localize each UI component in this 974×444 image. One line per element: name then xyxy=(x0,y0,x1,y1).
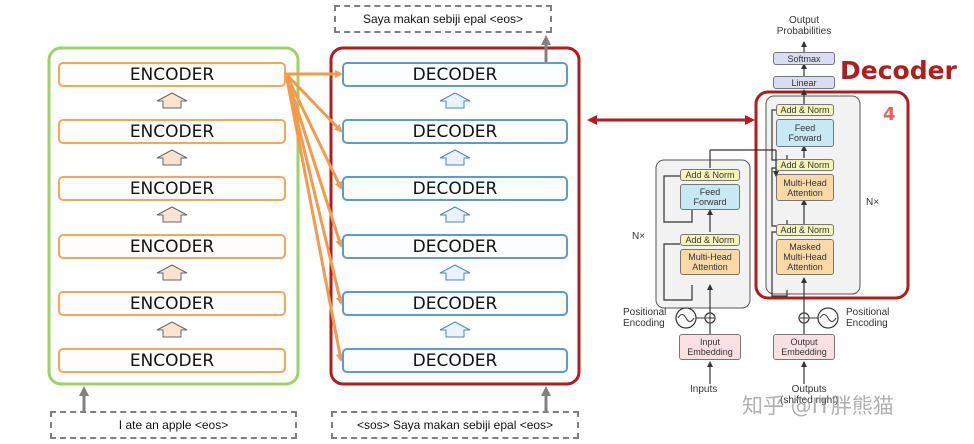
outputs-label: Outputs (shifted right) xyxy=(780,384,839,406)
decoder-stack-frame xyxy=(329,46,581,386)
encoder-input-text-box: I ate an apple <eos> xyxy=(50,411,297,439)
encoder-layer-5: ENCODER xyxy=(58,119,286,144)
decoder-positional-encoding-label: Positional Encoding xyxy=(846,307,890,329)
encoder-layer-1: ENCODER xyxy=(58,348,286,373)
encoder-multi-head-attention: Multi-Head Attention xyxy=(680,249,740,275)
decoder-input-text-box: <sos> Saya makan sebiji epal <eos> xyxy=(331,411,579,439)
decoder-add-norm-2: Add & Norm xyxy=(776,159,834,171)
output-embedding-box: Output Embedding xyxy=(773,334,835,360)
inputs-label: Inputs xyxy=(690,384,718,395)
encoder-layer-6: ENCODER xyxy=(58,62,286,87)
watermark: 知乎 @IT胖熊猫 xyxy=(742,394,894,418)
decoder-title: Decoder xyxy=(840,56,957,85)
decoder-feed-forward: Feed Forward xyxy=(776,119,834,147)
encoder-feed-forward: Feed Forward xyxy=(680,184,740,210)
decoder-layer-2: DECODER xyxy=(342,291,568,316)
decoder-masked-multi-head-attention: Masked Multi-Head Attention xyxy=(776,239,834,275)
decoder-nx-label: N× xyxy=(866,197,880,208)
linear-box: Linear xyxy=(773,76,835,89)
decoder-layer-6: DECODER xyxy=(342,62,568,87)
encoder-add-norm-1: Add & Norm xyxy=(680,234,740,246)
decoder-add-norm-1: Add & Norm xyxy=(776,224,834,236)
decoder-layer-4: DECODER xyxy=(342,176,568,201)
decoder-output-text-box: Saya makan sebiji epal <eos> xyxy=(334,5,552,33)
input-embedding-box: Input Embedding xyxy=(679,334,741,360)
encoder-positional-encoding-label: Positional Encoding xyxy=(623,307,667,329)
encoder-to-decoder-arrows xyxy=(284,70,344,362)
encoder-stack-frame xyxy=(47,46,300,386)
decoder-multi-head-attention: Multi-Head Attention xyxy=(776,174,834,201)
softmax-box: Softmax xyxy=(773,52,835,65)
decoder-layer-3: DECODER xyxy=(342,234,568,259)
encoder-layer-3: ENCODER xyxy=(58,234,286,259)
decoder-add-norm-3: Add & Norm xyxy=(776,104,834,116)
decoder-layer-1: DECODER xyxy=(342,348,568,373)
output-probabilities-label: Output Probabilities xyxy=(776,15,832,37)
layer-count-badge: 4 xyxy=(883,104,896,125)
decoder-layer-5: DECODER xyxy=(342,119,568,144)
encoder-layer-2: ENCODER xyxy=(58,291,286,316)
encoder-add-norm-2: Add & Norm xyxy=(680,169,740,181)
encoder-layer-4: ENCODER xyxy=(58,176,286,201)
encoder-nx-label: N× xyxy=(632,231,646,242)
decoder-highlight-frame xyxy=(754,90,910,300)
